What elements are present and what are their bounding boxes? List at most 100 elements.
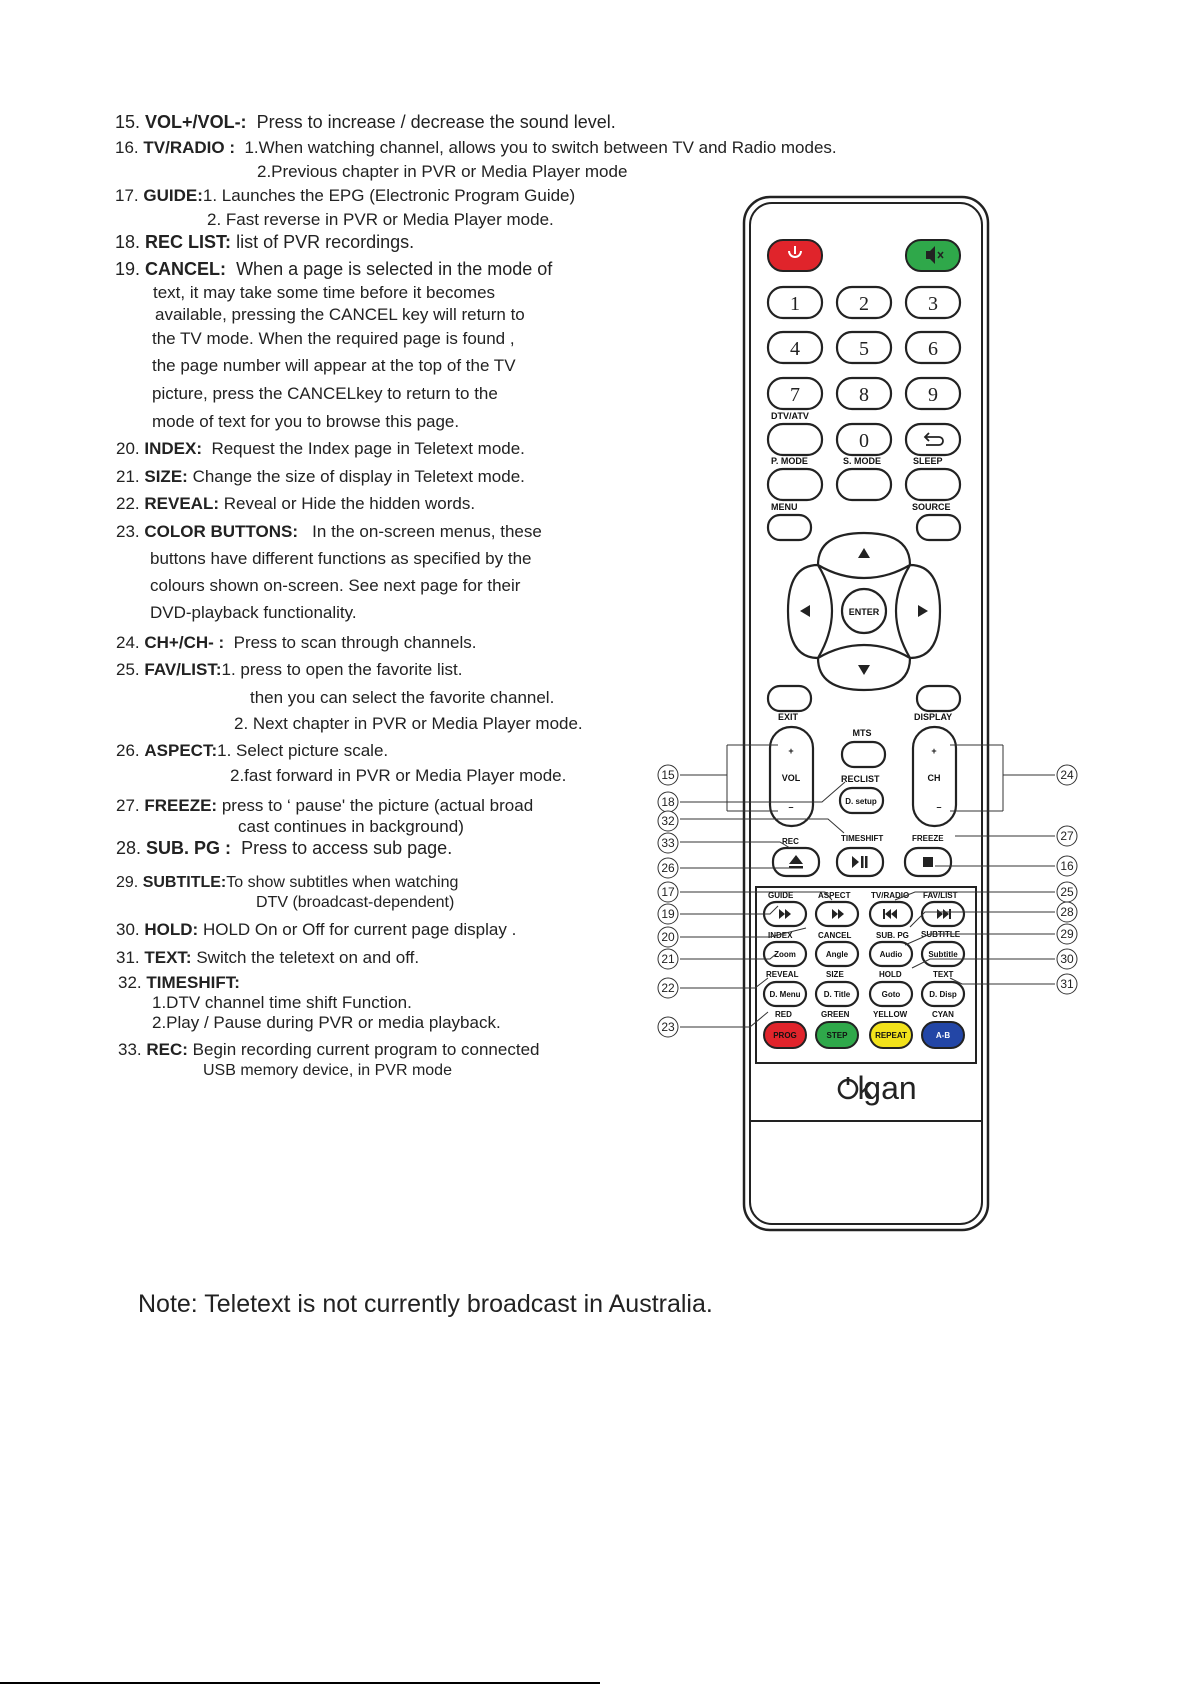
callout-18: 18 (657, 791, 679, 813)
rec-label: REC (782, 837, 799, 846)
power-button[interactable] (767, 239, 823, 272)
source-button[interactable] (915, 513, 962, 542)
svg-text:22: 22 (661, 981, 675, 995)
exit-button[interactable] (766, 684, 813, 713)
enter-button[interactable] (840, 587, 888, 635)
yellow-repeat-button[interactable] (869, 1021, 913, 1049)
dtv-atv-button[interactable] (766, 422, 824, 457)
callout-26: 26 (657, 857, 679, 879)
s-mode-button[interactable] (835, 467, 893, 502)
digit-2-button[interactable]: 2 (835, 285, 893, 320)
audio-button[interactable] (868, 940, 914, 968)
s-mode-label: S. MODE (843, 456, 881, 466)
power-icon (788, 246, 802, 258)
item-27: 27. FREEZE: press to ‘ pause' the pictur… (116, 796, 534, 815)
mts-button[interactable] (840, 740, 887, 769)
d-title-button[interactable] (814, 980, 860, 1008)
item-29-line2: DTV (broadcast-dependent) (256, 894, 455, 911)
red-prog-button[interactable] (763, 1021, 807, 1049)
item-26: 26. ASPECT:1. Select picture scale. (116, 741, 389, 760)
svg-text:26: 26 (661, 861, 675, 875)
d-disp-button[interactable] (920, 980, 966, 1008)
digit-5-button[interactable]: 5 (835, 330, 893, 365)
recall-button[interactable] (904, 422, 962, 457)
yellow-label: YELLOW (873, 1010, 908, 1019)
digit-6-button[interactable]: 6 (904, 330, 962, 365)
cancel-label: CANCEL (818, 931, 851, 940)
menu-button[interactable] (766, 513, 813, 542)
digit-4-button[interactable]: 4 (766, 330, 824, 365)
item-23-line4: DVD-playback functionality. (150, 603, 357, 622)
digit-1-button[interactable]: 1 (766, 285, 824, 320)
callout-23: 23 (657, 1016, 679, 1038)
sleep-button[interactable] (904, 467, 962, 502)
digit-9-button[interactable]: 9 (904, 376, 962, 411)
digit-0-button[interactable]: 0 (835, 422, 893, 457)
p-mode-button[interactable] (766, 467, 824, 502)
item-20: 20. INDEX: Request the Index page in Tel… (116, 439, 525, 458)
arrow-down-icon (858, 665, 870, 675)
item-25: 25. FAV/LIST:1. press to open the favori… (116, 660, 463, 679)
vol-label: VOL (782, 773, 801, 783)
item-15: 15. VOL+/VOL-: Press to increase / decre… (115, 112, 616, 132)
svg-text:19: 19 (661, 907, 675, 921)
prog-label: PROG (773, 1031, 797, 1040)
item-25-line2: then you can select the favorite channel… (250, 688, 555, 707)
arrow-left-icon (800, 605, 810, 617)
timeshift-button[interactable] (835, 846, 885, 878)
item-19-line3: available, pressing the CANCEL key will … (155, 305, 525, 324)
text-label: TEXT (933, 970, 954, 979)
hold-label: HOLD (879, 970, 902, 979)
green-label: GREEN (821, 1010, 850, 1019)
svg-text:21: 21 (661, 952, 675, 966)
item-16: 16. TV/RADIO : 1.When watching channel, … (115, 138, 837, 157)
d-menu-button[interactable] (762, 980, 808, 1008)
item-32-line2: 1.DTV channel time shift Function. (152, 993, 412, 1012)
d-setup-button[interactable] (838, 786, 885, 815)
display-button[interactable] (915, 684, 962, 713)
blue-a-b-button[interactable] (921, 1021, 965, 1049)
kogan-logo: k gan (837, 1070, 917, 1106)
play-pause-icon (852, 856, 868, 868)
digit-8-button[interactable]: 8 (835, 376, 893, 411)
green-step-button[interactable] (815, 1021, 859, 1049)
svg-text:28: 28 (1060, 905, 1074, 919)
digit-1-label: 1 (790, 293, 800, 315)
cyan-label: CYAN (932, 1010, 954, 1019)
size-label: SIZE (826, 970, 844, 979)
digit-7-button[interactable]: 7 (766, 376, 824, 411)
vol-plus-label: + (788, 746, 793, 756)
arrow-right-icon (918, 605, 928, 617)
reclist-label: RECLIST (841, 774, 880, 784)
digit-2-label: 2 (859, 293, 869, 315)
arrow-up-icon (858, 548, 870, 558)
item-24: 24. CH+/CH- : Press to scan through chan… (116, 633, 477, 652)
item-16-line2: 2.Previous chapter in PVR or Media Playe… (257, 162, 628, 181)
ch-label: CH (928, 773, 941, 783)
svg-text:33: 33 (661, 836, 675, 850)
item-23: 23. COLOR BUTTONS: In the on-screen menu… (116, 522, 542, 541)
item-19: 19. CANCEL: When a page is selected in t… (115, 259, 553, 279)
goto-button[interactable] (868, 980, 914, 1008)
callout-leaders-left (680, 744, 846, 1028)
fast-forward-icon (832, 909, 844, 919)
angle-label: Angle (826, 950, 849, 959)
angle-button[interactable] (814, 940, 860, 968)
teletext-panel (755, 886, 977, 1064)
ch-rocker[interactable] (911, 725, 958, 828)
callout-22: 22 (657, 977, 679, 999)
item-23-line2: buttons have different functions as spec… (150, 549, 532, 568)
digit-5-label: 5 (859, 338, 869, 360)
callout-16: 16 (1056, 855, 1078, 877)
callout-31: 31 (1056, 973, 1078, 995)
item-30: 30. HOLD: HOLD On or Off for current pag… (116, 920, 517, 939)
mts-label: MTS (853, 728, 872, 738)
item-19-line7: mode of text for you to browse this page… (152, 412, 460, 431)
guide-label: GUIDE (768, 891, 794, 900)
callout-25: 25 (1056, 881, 1078, 903)
item-25-line3: 2. Next chapter in PVR or Media Player m… (234, 714, 583, 733)
digit-3-button[interactable]: 3 (904, 285, 962, 320)
zoom-button[interactable] (762, 940, 808, 968)
vol-rocker[interactable] (768, 725, 815, 828)
subtitle-button[interactable] (920, 940, 966, 968)
